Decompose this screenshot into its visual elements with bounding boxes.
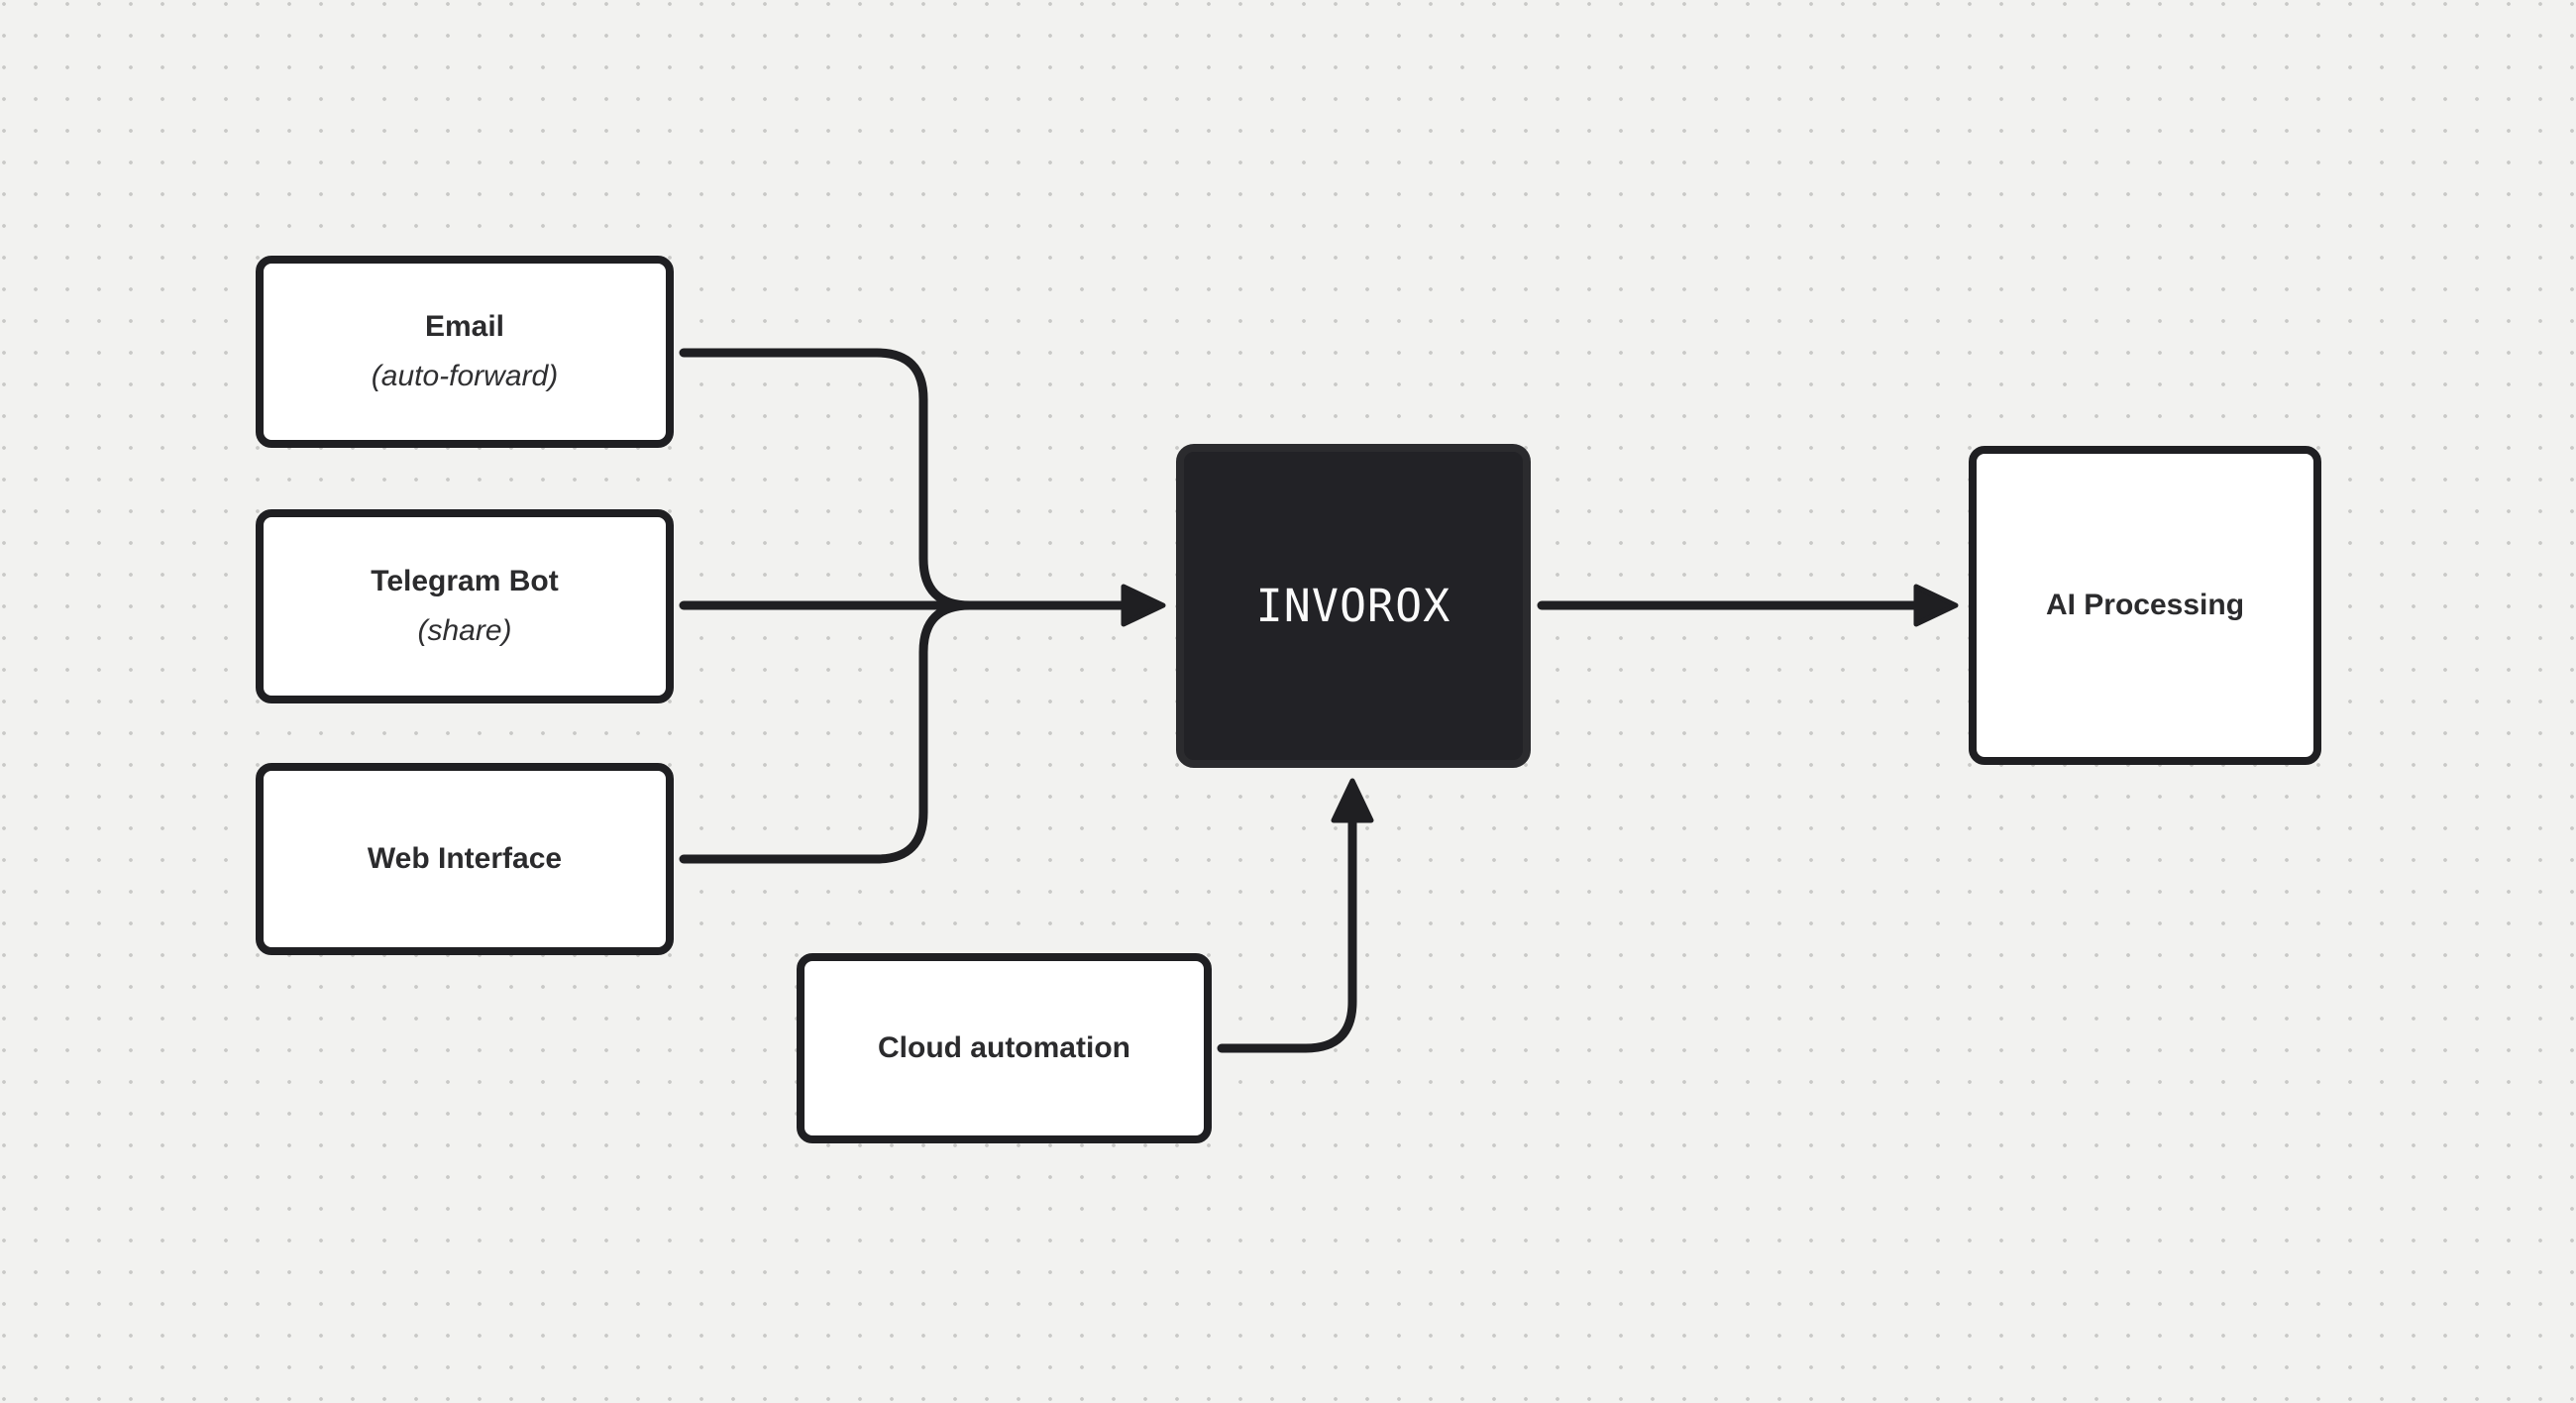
- node-web-interface-title: Web Interface: [367, 842, 563, 875]
- arrowhead-into-invorox-bottom: [1331, 778, 1374, 823]
- edge-email-to-invorox[interactable]: [679, 348, 975, 610]
- node-email-subtitle: (auto-forward): [371, 360, 559, 392]
- node-email[interactable]: Email (auto-forward): [256, 256, 674, 448]
- edge-web-to-invorox[interactable]: [679, 600, 975, 864]
- node-telegram-bot[interactable]: Telegram Bot (share): [256, 509, 674, 703]
- arrowhead-into-ai: [1913, 584, 1959, 627]
- edge-cloud-to-invorox[interactable]: [1217, 815, 1357, 1053]
- node-invorox[interactable]: INVOROX: [1176, 444, 1531, 768]
- node-ai-processing-title: AI Processing: [2045, 589, 2245, 621]
- node-cloud-automation-title: Cloud automation: [878, 1031, 1130, 1064]
- node-ai-processing[interactable]: AI Processing: [1969, 446, 2321, 765]
- node-telegram-bot-subtitle: (share): [417, 614, 512, 647]
- arrowhead-into-invorox-left: [1121, 584, 1166, 627]
- node-web-interface[interactable]: Web Interface: [256, 763, 674, 955]
- node-telegram-bot-title: Telegram Bot: [371, 565, 559, 597]
- node-cloud-automation[interactable]: Cloud automation: [797, 953, 1212, 1143]
- node-invorox-title: INVOROX: [1255, 579, 1451, 632]
- node-email-title: Email: [424, 310, 505, 343]
